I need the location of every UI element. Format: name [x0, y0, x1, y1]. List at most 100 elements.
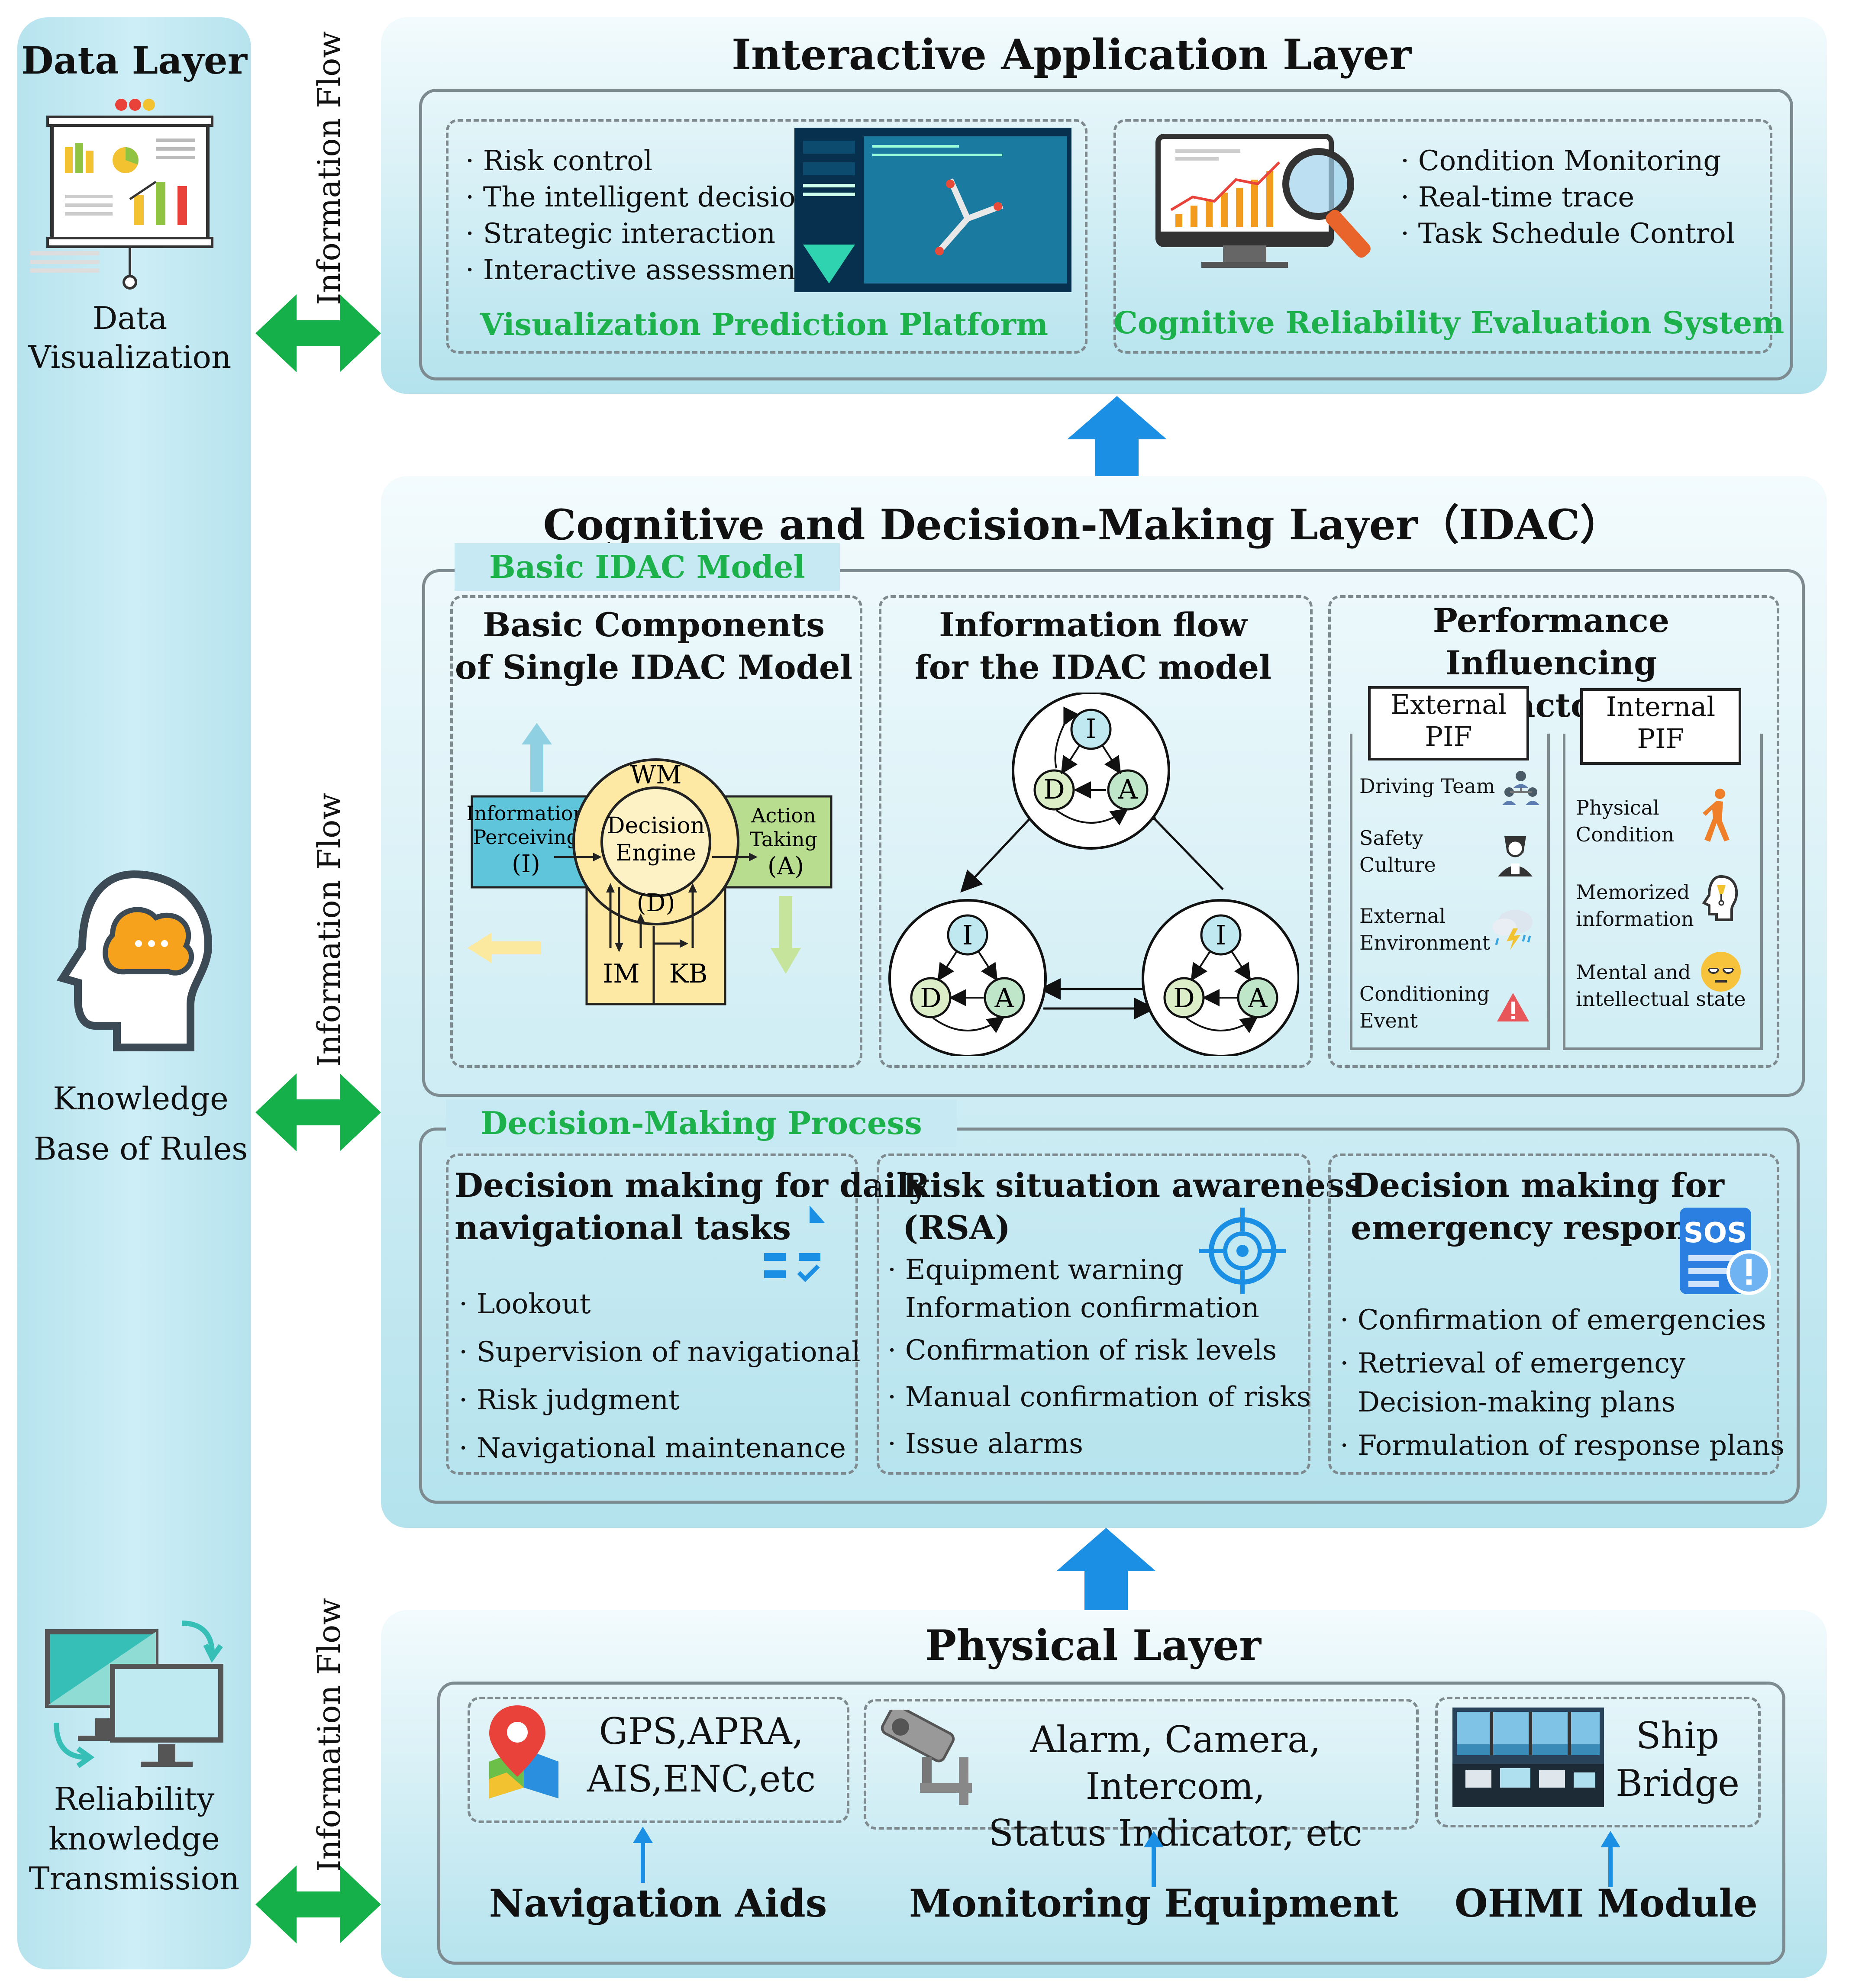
- ext-item-external-environment: External Environment: [1359, 902, 1490, 956]
- ext-item-label: Event: [1359, 1009, 1418, 1032]
- ship-bridge-label: Ship Bridge: [1604, 1712, 1751, 1807]
- physical-layer-title: Physical Layer: [925, 1621, 1261, 1670]
- comp-info-line1: Information: [468, 802, 586, 825]
- viz-label-line1: Data: [92, 300, 168, 336]
- emergency-box: [1328, 1153, 1779, 1475]
- rel-label-line2: knowledge: [48, 1820, 220, 1857]
- comp-im: IM: [603, 959, 639, 989]
- ohmi-module-label: OHMI Module: [1454, 1881, 1758, 1926]
- cres-item: · Real-time trace: [1400, 181, 1635, 213]
- application-layer-title: Interactive Application Layer: [732, 30, 1411, 79]
- rsa-title: Risk situation awareness (RSA): [903, 1164, 1363, 1249]
- security-camera-icon: [881, 1710, 972, 1805]
- ship-line2: Bridge: [1615, 1762, 1739, 1804]
- daily-task-item: · Risk judgment: [459, 1384, 680, 1416]
- rsa-title-line2: (RSA): [903, 1208, 1010, 1247]
- int-item-label: Mental and: [1576, 960, 1691, 984]
- flow-a: A: [1118, 773, 1138, 805]
- ext-item-label: Safety: [1359, 826, 1423, 850]
- daily-task-item: · Lookout: [459, 1288, 591, 1320]
- comp-engine-line1: Decision: [607, 813, 705, 839]
- external-pif-line2: PIF: [1425, 721, 1472, 752]
- platform-items: · Risk control · The intelligent decisio…: [465, 143, 813, 288]
- internal-pif-header: Internal PIF: [1580, 688, 1741, 765]
- comp-title-line1: Basic Components: [482, 606, 825, 644]
- cres-items: · Condition Monitoring · Real-time trace…: [1400, 143, 1735, 252]
- person-culture-icon: [1498, 836, 1533, 876]
- comp-info-line2: Perceiving: [473, 825, 579, 849]
- decision-process-tag: Decision-Making Process: [446, 1099, 957, 1147]
- gps-line2: AIS,ENC,etc: [587, 1758, 816, 1800]
- data-visualization-icon: [30, 99, 213, 290]
- basic-components-box: [450, 595, 862, 1068]
- alarm-line2: Status Indicator, etc: [988, 1812, 1362, 1854]
- info-flow-label-top: Information Flow: [311, 31, 347, 305]
- viz-label-line2: Visualization: [28, 339, 232, 375]
- rsa-title-line1: Risk situation awareness: [903, 1166, 1363, 1205]
- idac-group-right: I D A: [1142, 899, 1299, 1056]
- ext-item-label: Environment: [1359, 931, 1491, 954]
- head-memory-icon: [1702, 875, 1738, 921]
- basic-idac-frame: [422, 569, 1805, 1097]
- cres-label: Cognitive Reliability Evaluation System: [1113, 305, 1784, 341]
- ext-item-label: Culture: [1359, 853, 1436, 876]
- rel-label-line3: Transmission: [29, 1860, 240, 1897]
- navigation-aids-box: [468, 1697, 849, 1823]
- info-flow-label-mid: Information Flow: [311, 793, 347, 1067]
- internal-pif-line2: PIF: [1637, 723, 1684, 754]
- map-pin-icon: [489, 1705, 558, 1798]
- comp-action-line1: Action: [751, 804, 816, 827]
- visualization-platform-label: Visualization Prediction Platform: [480, 306, 1049, 342]
- flow-title-line2: for the IDAC model: [915, 648, 1271, 686]
- gps-label: GPS,APRA, AIS,ENC,etc: [576, 1708, 827, 1803]
- ext-item-label: Driving Team: [1359, 774, 1495, 798]
- basic-idac-tag: Basic IDAC Model: [455, 543, 840, 591]
- idac-information-flow-diagram: I D A I D A I D A: [888, 693, 1299, 1056]
- comp-action-line2: Taking: [750, 828, 817, 851]
- comp-title-line2: of Single IDAC Model: [455, 648, 853, 686]
- decision-process-frame: [419, 1128, 1800, 1504]
- team-icon: [1502, 771, 1539, 805]
- emergency-item: · Formulation of response plans: [1340, 1430, 1784, 1462]
- int-item-label: Memorized: [1576, 880, 1690, 904]
- gps-line1: GPS,APRA,: [599, 1710, 804, 1753]
- ship-bridge-box: [1435, 1697, 1761, 1827]
- small-up-arrow-icon: [633, 1827, 653, 1883]
- comp-kb: KB: [669, 959, 708, 989]
- int-item-physical-condition: Physical Condition: [1576, 794, 1674, 848]
- rsa-box: [877, 1153, 1310, 1475]
- monitoring-equipment-box: [864, 1699, 1419, 1830]
- emergency-item: Decision-making plans: [1340, 1386, 1676, 1418]
- external-pif-line1: External: [1390, 689, 1507, 720]
- ext-item-safety-culture: Safety Culture: [1359, 825, 1436, 878]
- rsa-item: · Issue alarms: [887, 1428, 1083, 1460]
- application-layer-panel: [381, 17, 1827, 394]
- weather-storm-icon: [1492, 910, 1533, 950]
- up-arrow-icon: [1067, 396, 1167, 487]
- small-up-arrow-icon: [1144, 1831, 1164, 1887]
- walking-person-icon: [1703, 789, 1730, 842]
- alarm-line1: Alarm, Camera, Intercom,: [1030, 1718, 1321, 1808]
- physical-layer-frame: [437, 1682, 1785, 1965]
- monitoring-equipment-label: Monitoring Equipment: [909, 1881, 1399, 1926]
- ship-bridge-image: [1452, 1708, 1604, 1807]
- ext-item-conditioning-event: Conditioning Event: [1359, 980, 1490, 1034]
- comp-engine-line2: Engine: [616, 840, 696, 866]
- information-flow-box: [879, 595, 1313, 1068]
- flow-title-line1: Information flow: [939, 606, 1247, 644]
- platform-item: · Risk control: [465, 145, 653, 177]
- daily-title-line2: navigational tasks: [455, 1208, 791, 1247]
- emergency-item: · Retrieval of emergency: [1340, 1347, 1686, 1379]
- platform-screenshot-image: [794, 128, 1071, 292]
- pif-box: [1328, 595, 1779, 1068]
- comp-action-line3: (A): [768, 852, 804, 880]
- external-pif-header: External PIF: [1368, 686, 1529, 760]
- tired-face-icon: [1701, 952, 1741, 992]
- daily-tasks-box: [446, 1153, 858, 1475]
- application-layer-frame: [419, 89, 1793, 380]
- task-checklist-icon: [764, 1205, 825, 1282]
- data-layer-title: Data Layer: [21, 39, 247, 83]
- kb-label-line1: Knowledge: [53, 1080, 229, 1117]
- rel-label-line1: Reliability: [54, 1781, 215, 1817]
- alarm-camera-label: Alarm, Camera, Intercom, Status Indicato…: [948, 1716, 1403, 1856]
